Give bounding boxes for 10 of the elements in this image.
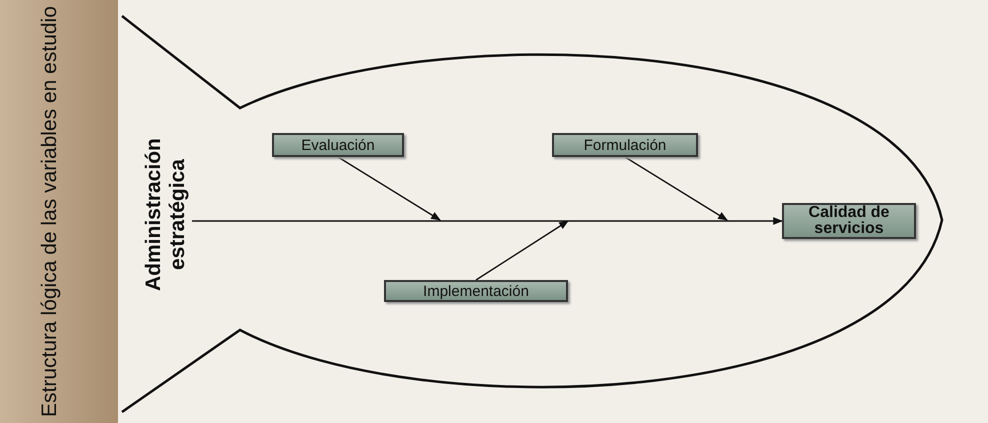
side-title: Estructura lógica de las variables en estudio (37, 5, 62, 419)
spine-arrow (192, 217, 783, 225)
branch-arrow (624, 156, 728, 221)
branch-arrow (338, 156, 441, 221)
cause-box: Formulación (552, 133, 698, 157)
cause-box: Evaluación (272, 133, 404, 157)
branch-arrow (476, 220, 569, 281)
cause-box: Implementación (384, 280, 568, 302)
vertical-heading: Administración estratégica (140, 120, 192, 310)
effect-box: Calidad de servicios (782, 203, 916, 239)
